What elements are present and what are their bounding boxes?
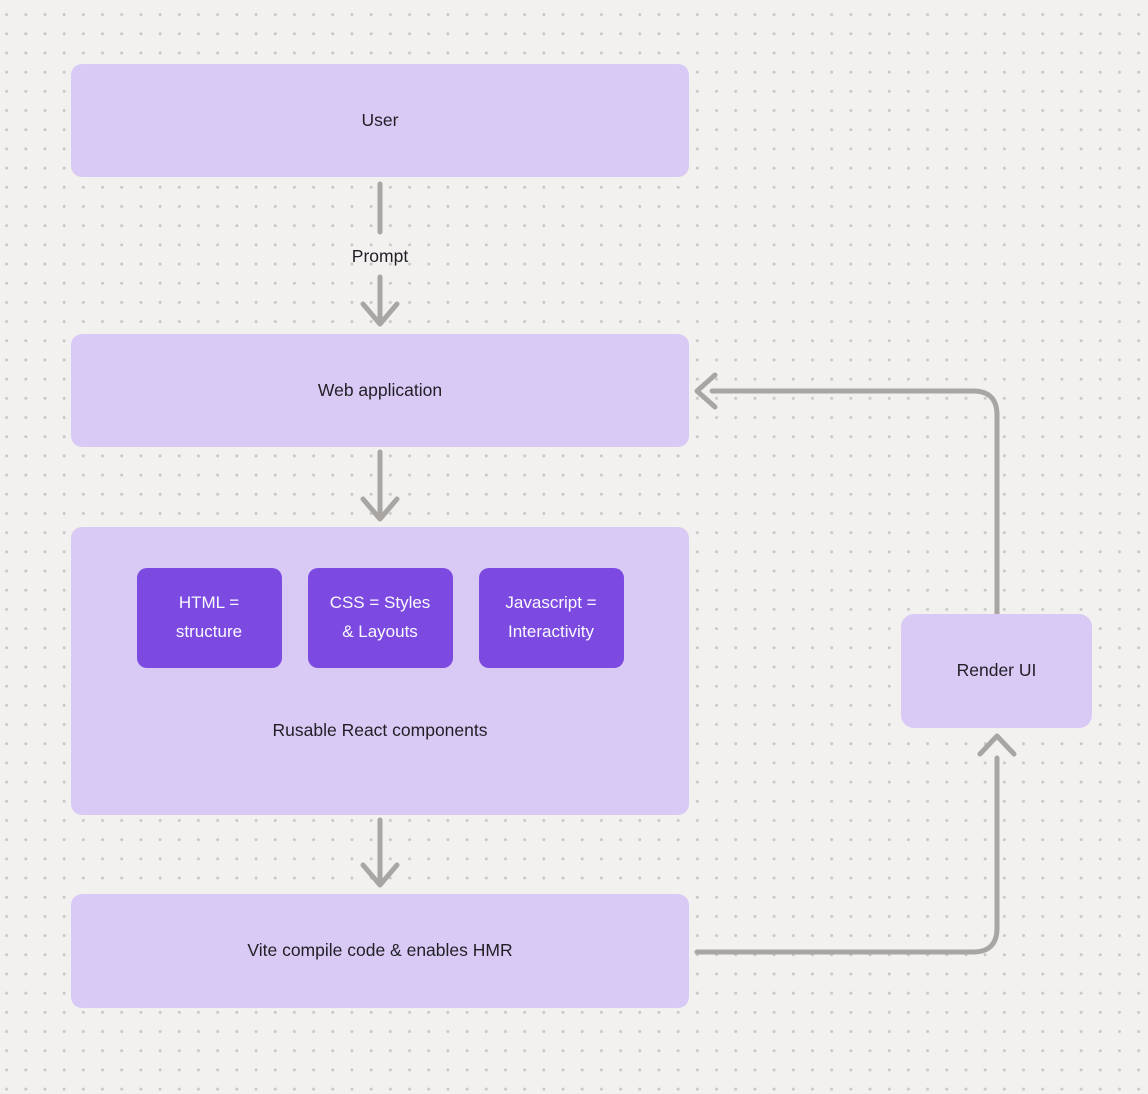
arrow-components-to-vite	[360, 817, 400, 888]
node-web-application[interactable]: Web application	[71, 334, 689, 447]
node-vite[interactable]: Vite compile code & enables HMR	[71, 894, 689, 1008]
chip-html[interactable]: HTML = structure	[136, 568, 282, 668]
node-web-application-label: Web application	[317, 379, 443, 400]
chip-javascript-label: Javascript = Interactivity	[505, 593, 597, 641]
components-row: HTML = structure CSS = Styles & Layouts …	[71, 568, 689, 668]
node-user-label: User	[361, 109, 399, 130]
arrow-webapp-to-components	[360, 449, 400, 522]
chip-javascript[interactable]: Javascript = Interactivity	[478, 568, 624, 668]
arrow-vite-to-renderui	[694, 733, 1017, 955]
arrow-renderui-to-webapp	[694, 372, 1000, 617]
node-vite-label: Vite compile code & enables HMR	[247, 940, 513, 961]
node-components-group[interactable]: HTML = structure CSS = Styles & Layouts …	[71, 527, 689, 815]
node-user[interactable]: User	[71, 64, 689, 177]
chip-css[interactable]: CSS = Styles & Layouts	[307, 568, 453, 668]
edge-label-prompt: Prompt	[351, 246, 409, 266]
node-render-ui-label: Render UI	[956, 660, 1037, 681]
chip-css-label: CSS = Styles & Layouts	[329, 593, 431, 641]
chip-html-label: HTML = structure	[175, 593, 243, 641]
components-caption: Rusable React components	[272, 720, 488, 740]
node-render-ui[interactable]: Render UI	[901, 614, 1092, 728]
